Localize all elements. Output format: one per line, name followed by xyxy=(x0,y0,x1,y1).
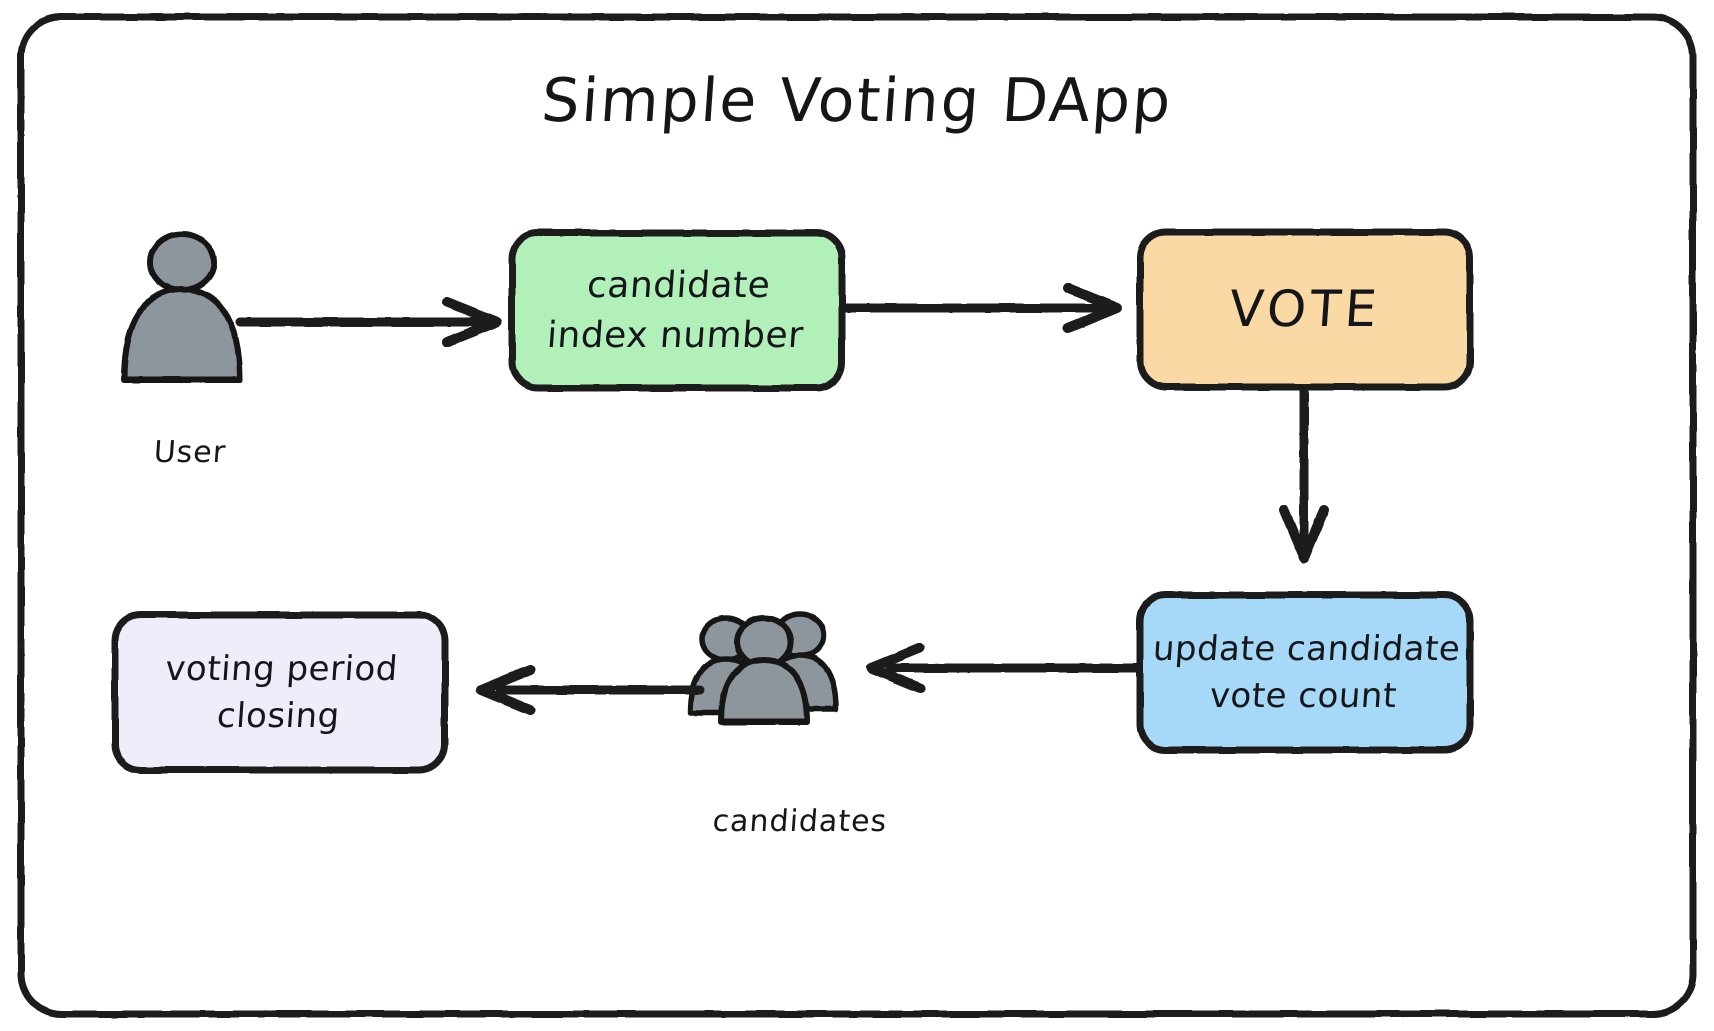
node-vote[interactable] xyxy=(1136,228,1474,391)
node-voting-period-closing[interactable] xyxy=(111,611,449,774)
edge-update-to-candidates xyxy=(866,643,1141,693)
edge-user-to-candidate-index xyxy=(235,297,502,347)
edge-vote-to-update xyxy=(1279,385,1329,563)
node-update-vote-count[interactable] xyxy=(1136,591,1474,754)
edge-candidate-index-to-vote xyxy=(840,283,1122,333)
users-group-icon xyxy=(687,611,839,725)
user-icon xyxy=(121,231,243,383)
diagram-frame xyxy=(17,13,1697,1018)
edge-candidates-to-closing xyxy=(476,665,705,715)
node-candidate-index[interactable] xyxy=(508,229,846,392)
